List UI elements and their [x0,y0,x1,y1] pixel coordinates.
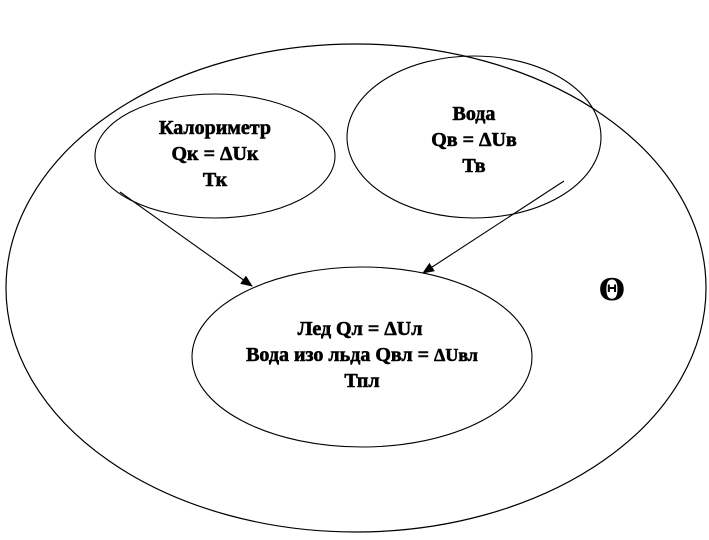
ice-node: Лед Qл = ΔUл Вода изо льда Qвл = ΔUвл Тп… [191,266,533,448]
water-ellipse [346,55,602,219]
water-temperature: Тв [462,155,485,177]
system-symbol-theta: Θ [599,273,625,308]
ice-heat-equation: Лед Qл = ΔUл [298,318,423,340]
calorimeter-temperature: Тк [203,169,228,191]
water-heat-equation: Qв = ΔUв [431,129,517,151]
meltwater-heat-equation: Вода изо льда Qвл = ΔUвл [246,344,478,366]
calorimeter-ellipse [94,93,336,219]
ice-ellipse [191,266,533,448]
meltwater-equation-left: Вода изо льда Qвл = [246,344,434,366]
calorimeter-title: Калориметр [159,117,271,139]
system-boundary-ellipse [5,43,707,533]
arrow-calorimeter-to-ice [119,191,253,287]
arrow-water-to-ice [422,180,565,274]
meltwater-equation-right: ΔUвл [434,345,478,365]
water-title: Вода [453,103,496,125]
water-node: Вода Qв = ΔUв Тв [346,55,602,219]
calorimeter-node: Калориметр Qк = ΔUк Тк [94,93,336,219]
melting-temperature: Тпл [344,370,379,392]
calorimeter-heat-equation: Qк = ΔUк [172,143,259,165]
